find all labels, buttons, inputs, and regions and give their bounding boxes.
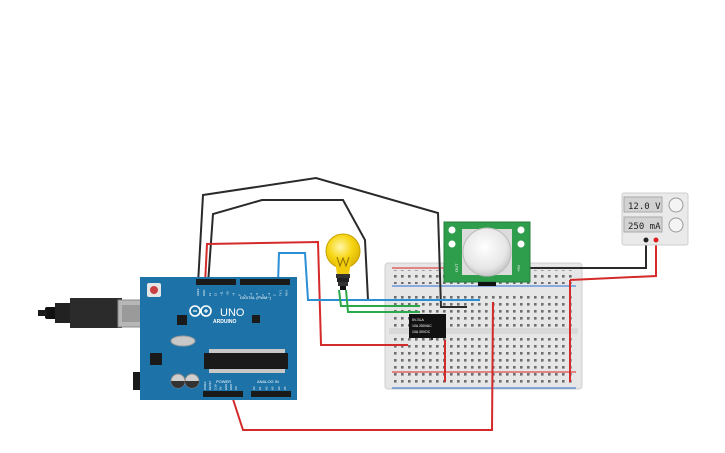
pir-sensor[interactable]: OUT +5V xyxy=(443,221,531,286)
power-pin-label: 5V xyxy=(219,386,223,390)
crystal xyxy=(170,335,196,347)
digital-pin-label: 12 xyxy=(214,292,218,296)
analog-pin-label: A5 xyxy=(283,386,287,390)
power-pin-label: RESET xyxy=(208,380,212,390)
analog-pin-label: A1 xyxy=(258,386,262,390)
wire-red-bottom xyxy=(230,301,494,431)
power-pin-label: 3.3V xyxy=(213,384,217,390)
wire-blue xyxy=(277,252,480,301)
digital-pin-label: 7 xyxy=(243,294,247,296)
light-bulb[interactable] xyxy=(325,233,361,290)
analog-pin-label: A2 xyxy=(264,386,268,390)
analog-pin-label: A3 xyxy=(271,386,275,390)
power-header xyxy=(203,391,243,397)
power-pin-label: GND xyxy=(229,384,233,390)
voltage-display: 12.0 V xyxy=(628,202,661,212)
digital-pin-label: ~5 xyxy=(255,292,259,296)
digital-pin-label: 13 xyxy=(208,292,212,296)
wire-green-2 xyxy=(345,289,420,313)
top-header-left xyxy=(196,279,236,285)
digital-pin-label: 4 xyxy=(261,294,265,296)
power-header-label: POWER xyxy=(216,379,231,384)
digital-header-label: DIGITAL (PWM~) xyxy=(240,295,272,300)
digital-pin-label: ~6 xyxy=(249,292,253,296)
atmega-chip xyxy=(204,353,288,369)
relay-line-3: 10A 30VDC xyxy=(412,330,431,334)
wire-supply-black xyxy=(525,240,647,269)
digital-pin-label: 2 xyxy=(273,294,277,296)
pir-left-label: OUT xyxy=(454,263,459,272)
digital-pin-label: RX 0 xyxy=(285,289,289,296)
arduino-model: UNO xyxy=(220,307,245,319)
power-pin-label: GND xyxy=(224,384,228,390)
wire-red-top xyxy=(204,240,408,346)
digital-pin-label: ~11 xyxy=(220,291,224,296)
digital-pin-label: ~3 xyxy=(267,292,271,296)
arduino-logo-icon xyxy=(189,305,212,317)
digital-pin-label: GND xyxy=(202,290,206,296)
power-pin-label: IOREF xyxy=(203,381,207,390)
arduino-logo-text: ARDUINO xyxy=(213,319,236,325)
digital-pin-label: ~9 xyxy=(231,292,235,296)
wire-black-outer xyxy=(197,176,467,308)
digital-pin-label: TX 1 xyxy=(279,290,283,296)
wire-supply-red xyxy=(569,240,657,281)
voltage-knob[interactable] xyxy=(668,197,684,213)
analog-pin-label: A4 xyxy=(277,386,281,390)
digital-pin-label: AREF xyxy=(196,288,200,296)
current-display: 250 mA xyxy=(628,222,661,232)
wire-green-1 xyxy=(338,289,420,307)
analog-pin-label: A0 xyxy=(252,386,256,390)
power-pin-label: Vin xyxy=(234,386,238,390)
relay[interactable]: 5V-SLA 10A 250VAC 10A 30VDC xyxy=(409,314,446,338)
wires xyxy=(197,176,657,431)
breadboard[interactable] xyxy=(384,262,583,390)
relay-line-1: 5V-SLA xyxy=(412,318,425,322)
digital-pin-label: ~10 xyxy=(226,291,230,296)
relay-line-2: 10A 250VAC xyxy=(412,324,432,328)
power-supply[interactable]: 12.0 V 250 mA xyxy=(621,192,689,246)
current-knob[interactable] xyxy=(668,217,684,233)
analog-header-label: ANALOG IN xyxy=(257,379,279,384)
analog-header xyxy=(251,391,291,397)
digital-pin-label: 8 xyxy=(237,294,241,296)
pir-right-label: +5V xyxy=(516,264,521,272)
top-header-right xyxy=(240,279,290,285)
